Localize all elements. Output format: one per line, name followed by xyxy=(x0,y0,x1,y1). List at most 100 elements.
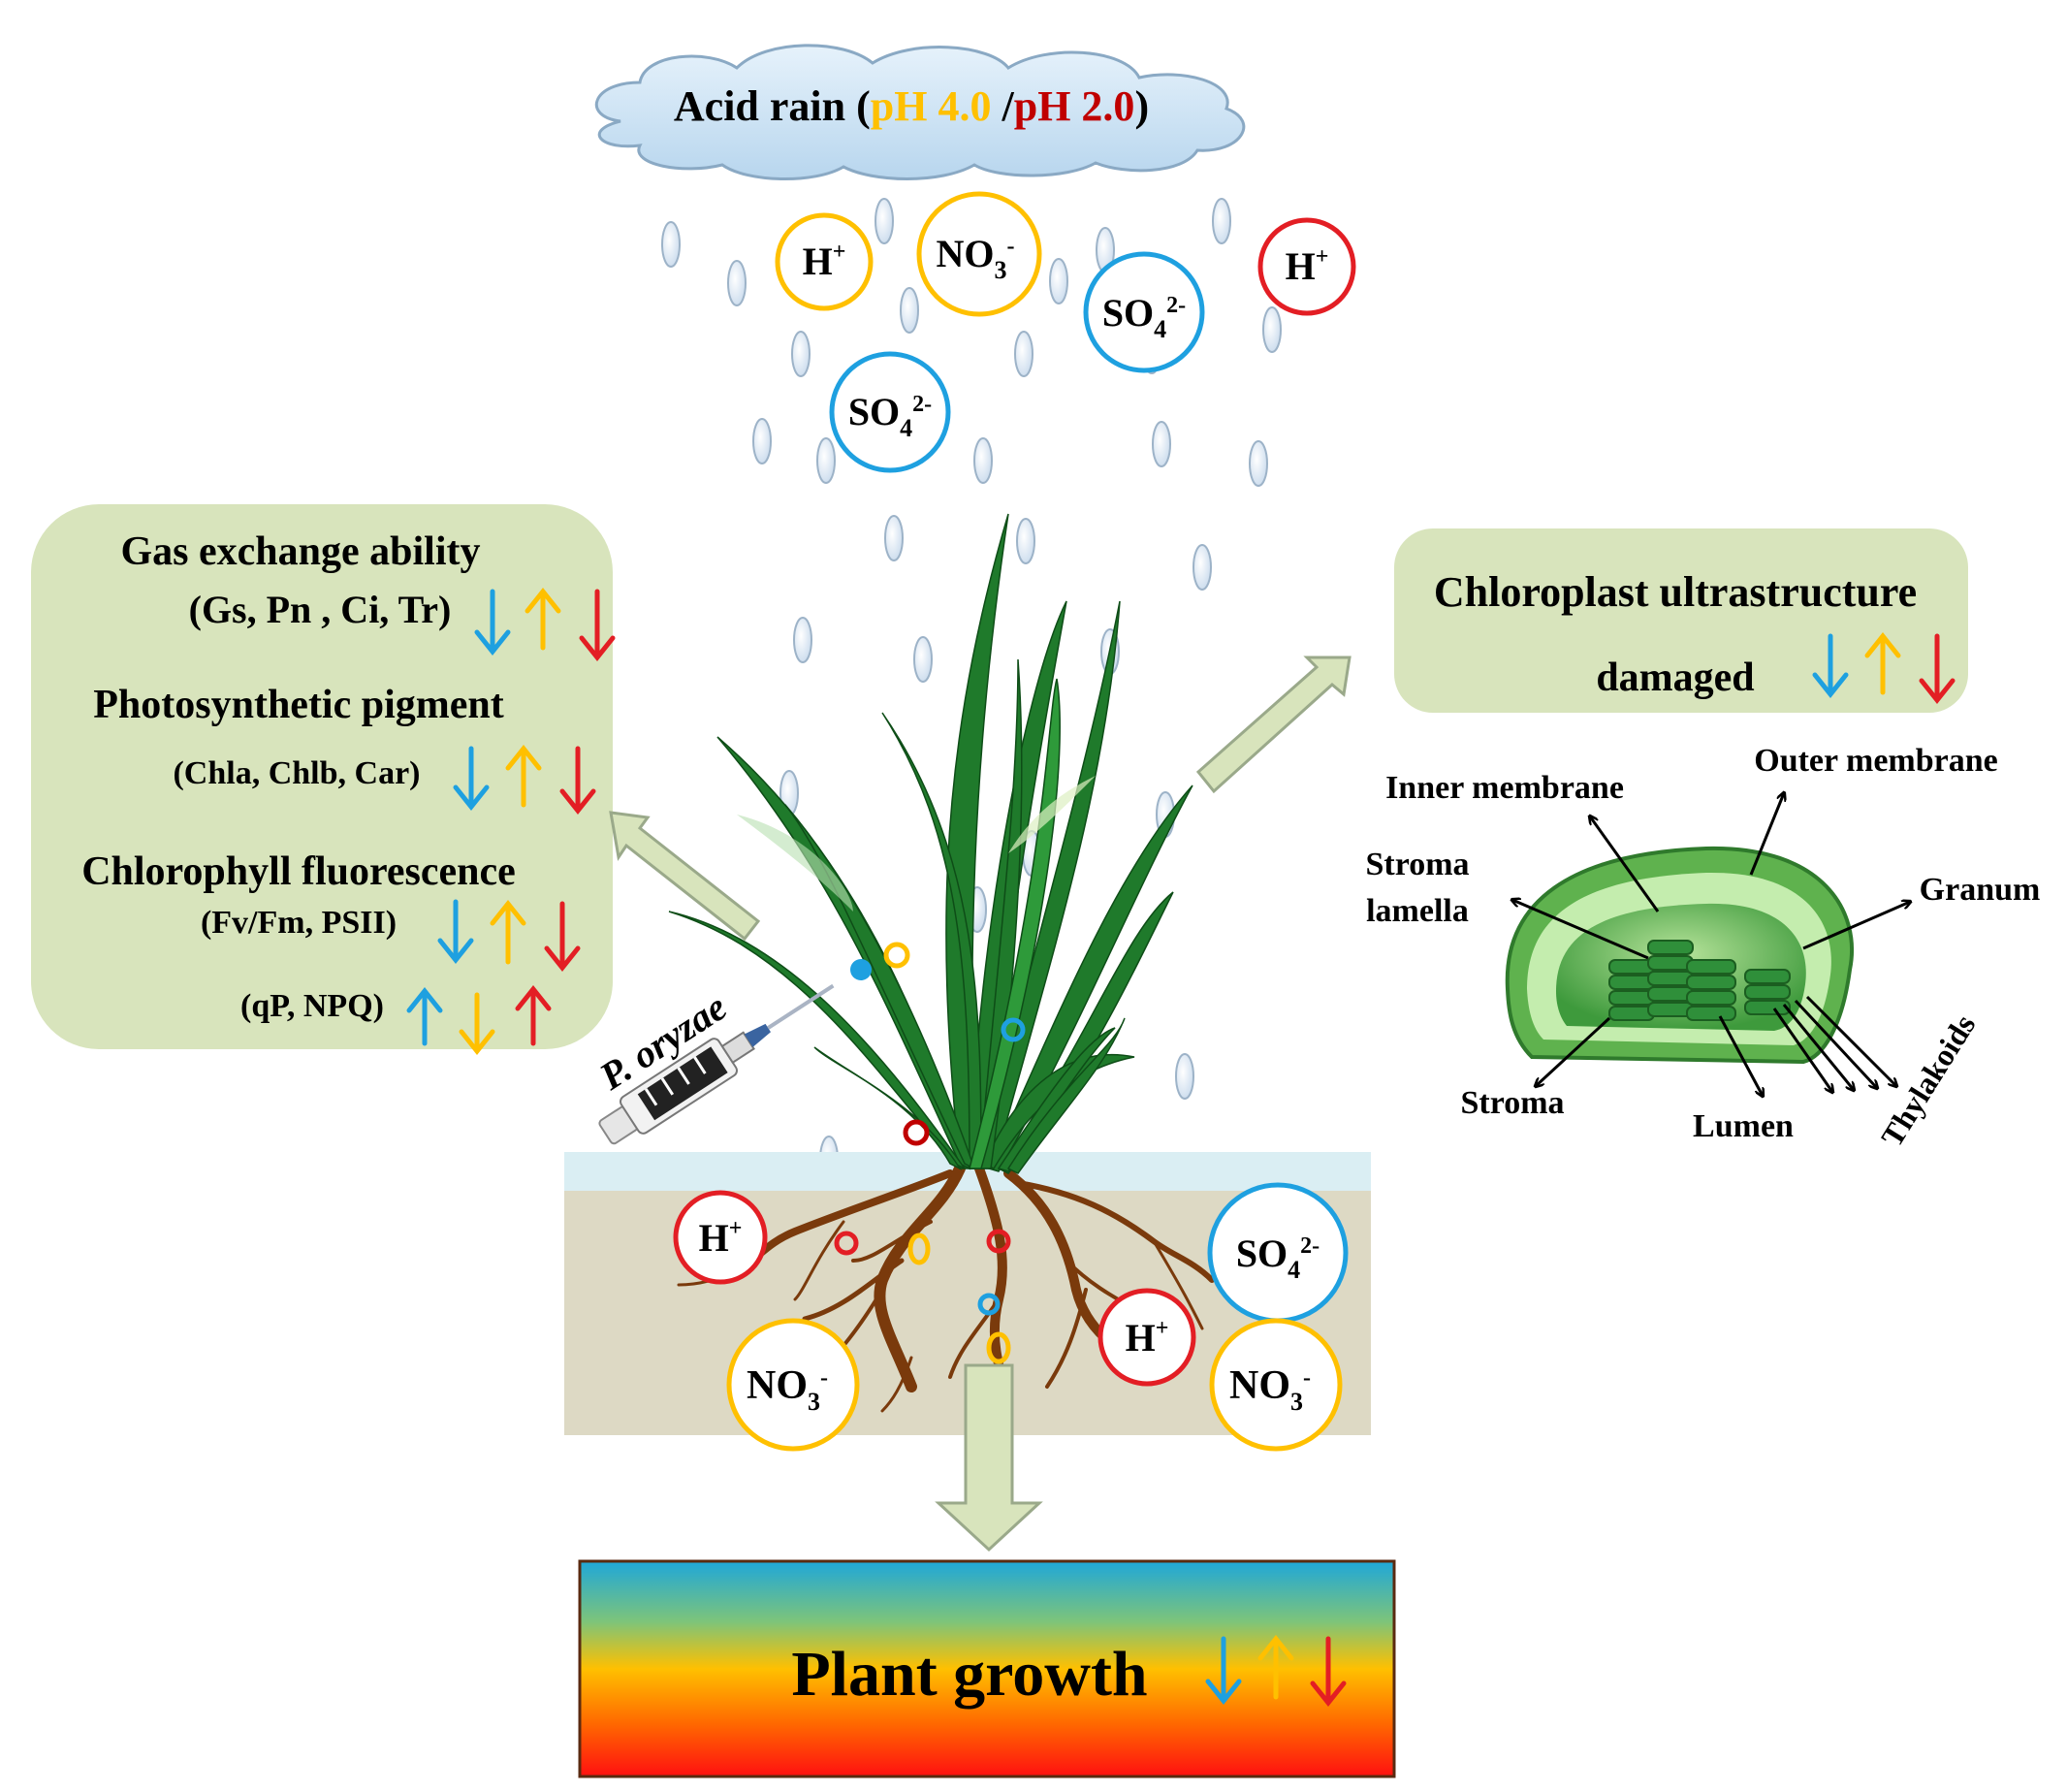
cloud-ph2: pH 2.0 xyxy=(1014,82,1135,130)
label-stroma: Stroma xyxy=(1460,1085,1564,1121)
gas-trend-arrows xyxy=(474,587,616,662)
arrow-down-red-icon xyxy=(1310,1636,1347,1708)
pigment-trend-arrows xyxy=(453,744,596,816)
ion-h-yellow-top: H+ xyxy=(775,212,874,311)
label-lumen: Lumen xyxy=(1693,1108,1794,1144)
block-arrow-to-chloroplast xyxy=(1195,656,1352,794)
growth-trend-arrows xyxy=(1205,1634,1347,1708)
arrow-down-red-icon xyxy=(559,746,596,816)
arrow-down-blue-icon xyxy=(1812,633,1849,699)
raindrop xyxy=(727,260,747,306)
arrow-down-yellow-icon xyxy=(459,992,495,1056)
label-inner-membrane: Inner membrane xyxy=(1385,770,1624,806)
raindrop xyxy=(1175,1053,1194,1100)
svg-text:H+: H+ xyxy=(699,1216,743,1260)
plant-growth-label: Plant growth xyxy=(791,1639,1147,1710)
ion-no3-yellow-soil-left: NO3- xyxy=(726,1318,860,1452)
ion-so4-blue-soil: SO42- xyxy=(1207,1182,1349,1324)
raindrop xyxy=(793,617,812,663)
label-granum: Granum xyxy=(1920,872,2041,908)
svg-text:NO3-: NO3- xyxy=(1229,1363,1311,1416)
pigment-title: Photosynthetic pigment xyxy=(93,683,504,727)
cloud-ph1: pH 4.0 xyxy=(871,82,992,130)
ion-dot-yellow xyxy=(986,1331,1011,1364)
raindrop xyxy=(973,437,993,484)
chloroplast-illustration: Inner membrane Outer membrane Stroma lam… xyxy=(1365,743,2040,1153)
cloud-suffix: ) xyxy=(1134,82,1149,130)
arrow-down-blue-icon xyxy=(437,899,474,965)
cloud-sep: / xyxy=(992,82,1015,130)
svg-text:SO42-: SO42- xyxy=(1102,291,1186,343)
raindrop xyxy=(1014,331,1034,377)
fluorescence-trend-arrows-1 xyxy=(437,899,581,973)
fluorescence-params-1: (Fv/Fm, PSII) xyxy=(201,905,397,941)
raindrop xyxy=(1262,306,1282,353)
ion-so4-blue-top-right: SO42- xyxy=(1083,251,1205,373)
ion-so4-blue-top-left: SO42- xyxy=(829,351,951,473)
acid-rain-cloud: Acid rain (pH 4.0 /pH 2.0) xyxy=(594,44,1246,180)
arrow-down-red-icon xyxy=(1919,633,1956,705)
label-stroma-lamella-2: lamella xyxy=(1366,893,1469,929)
raindrop xyxy=(1016,518,1035,564)
fluorescence-trend-arrows-2 xyxy=(406,984,552,1056)
pigment-params: (Chla, Chlb, Car) xyxy=(173,755,420,791)
arrow-up-yellow-icon xyxy=(490,899,526,965)
ion-h-red-top: H+ xyxy=(1257,217,1356,316)
ion-h-red-soil-right: H+ xyxy=(1097,1288,1196,1387)
raindrop xyxy=(1152,421,1171,467)
ion-dot-yellow xyxy=(907,1232,931,1265)
physiology-box: Gas exchange ability (Gs, Pn , Ci, Tr) P… xyxy=(31,504,616,1056)
grana xyxy=(1608,940,1791,1021)
raindrop xyxy=(884,515,904,561)
gas-exchange-title: Gas exchange ability xyxy=(120,529,480,574)
arrow-up-yellow-icon xyxy=(505,744,542,808)
raindrop xyxy=(1212,198,1231,244)
svg-text:SO42-: SO42- xyxy=(1236,1232,1320,1284)
svg-text:SO42-: SO42- xyxy=(848,390,932,442)
label-outer-membrane: Outer membrane xyxy=(1754,743,1997,779)
block-arrow-to-physiology xyxy=(609,811,761,942)
raindrop xyxy=(1249,440,1268,487)
rice-plant xyxy=(668,513,1193,1174)
chloroplast-title: Chloroplast ultrastructure xyxy=(1434,568,1917,616)
label-stroma-lamella-1: Stroma xyxy=(1365,847,1469,882)
raindrop xyxy=(791,331,811,377)
arrow-down-blue-icon xyxy=(453,746,490,812)
chloroplast-box: Chloroplast ultrastructure damaged xyxy=(1394,528,1968,713)
cloud-title: Acid rain (pH 4.0 /pH 2.0) xyxy=(674,82,1149,130)
raindrop xyxy=(900,287,919,334)
block-arrow-to-growth xyxy=(935,1363,1043,1552)
raindrop xyxy=(816,437,836,484)
arrow-down-red-icon xyxy=(579,589,616,662)
svg-text:H+: H+ xyxy=(803,240,846,283)
ion-no3-yellow-soil-right: NO3- xyxy=(1209,1318,1343,1452)
ion-no3-yellow-top: NO3- xyxy=(916,191,1042,317)
arrow-up-yellow-icon xyxy=(1257,1634,1294,1700)
ion-h-red-soil-left: H+ xyxy=(673,1190,768,1285)
arrow-down-blue-icon xyxy=(474,589,511,656)
ion-dot-blue xyxy=(850,959,872,980)
arrow-up-yellow-icon xyxy=(1864,631,1901,695)
cloud-prefix: Acid rain ( xyxy=(674,82,871,130)
ion-dot-red xyxy=(834,1231,859,1256)
ion-dot-blue xyxy=(977,1293,1001,1316)
chloroplast-status: damaged xyxy=(1596,656,1754,700)
plant-growth-bar: Plant growth xyxy=(578,1559,1396,1778)
raindrop xyxy=(913,636,933,683)
light-leaf xyxy=(1008,776,1096,853)
ion-dot-blue xyxy=(1001,1017,1026,1042)
raindrop xyxy=(1049,258,1068,304)
arrow-up-blue-icon xyxy=(406,986,443,1046)
raindrop xyxy=(1192,544,1212,591)
svg-text:H+: H+ xyxy=(1286,244,1329,288)
ion-dot-red xyxy=(903,1119,930,1146)
fluorescence-params-2: (qP, NPQ) xyxy=(240,988,384,1024)
raindrop xyxy=(661,221,681,268)
svg-text:NO3-: NO3- xyxy=(937,232,1015,284)
raindrop xyxy=(752,418,772,464)
chloroplast-trend-arrows xyxy=(1812,631,1956,705)
ion-dot-red xyxy=(986,1229,1011,1254)
svg-text:NO3-: NO3- xyxy=(747,1363,828,1416)
chloroplast-pointer-arrows xyxy=(1512,793,1910,1096)
